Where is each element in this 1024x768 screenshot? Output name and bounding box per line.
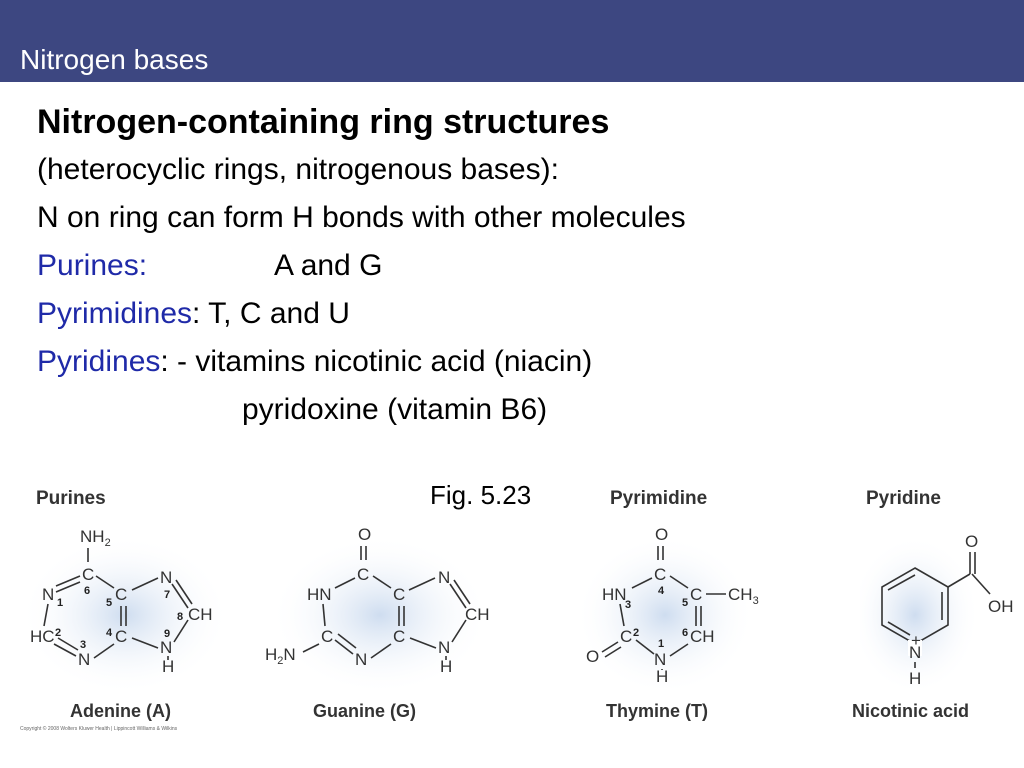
atom-o2: O bbox=[586, 647, 599, 666]
body-line-heterocyclic: (heterocyclic rings, nitrogenous bases): bbox=[37, 153, 559, 186]
guanine-structure: O C HN C H2N N C C N CH N H bbox=[265, 525, 490, 695]
figure-label: Fig. 5.23 bbox=[430, 480, 532, 510]
label-adenine: Adenine (A) bbox=[70, 701, 171, 721]
nicotinic-acid-structure: N + H O OH bbox=[860, 532, 1014, 695]
ring-number-5: 5 bbox=[682, 597, 688, 609]
ring-number-3: 3 bbox=[80, 639, 86, 651]
label-guanine: Guanine (G) bbox=[313, 701, 416, 721]
ring-number-9: 9 bbox=[164, 628, 170, 640]
atom-nh2: NH2 bbox=[80, 527, 111, 549]
section-label-pyridine: Pyridine bbox=[866, 488, 941, 509]
glow-background bbox=[270, 535, 490, 695]
atom-h9: H bbox=[440, 657, 452, 676]
atom-h: H bbox=[909, 669, 921, 688]
glow-background bbox=[860, 535, 980, 695]
atom-n9: N bbox=[160, 638, 172, 657]
ring-number-2: 2 bbox=[633, 627, 639, 639]
atom-oh: OH bbox=[988, 597, 1014, 616]
ring-number-8: 8 bbox=[177, 611, 183, 623]
body-line-hbonds: N on ring can form H bonds with other mo… bbox=[37, 201, 686, 234]
atom-h9: H bbox=[162, 657, 174, 676]
atom-n: N bbox=[909, 643, 921, 662]
atom-c2: HC bbox=[30, 627, 55, 646]
body-line-pyridoxine: pyridoxine (vitamin B6) bbox=[242, 393, 548, 426]
ring-number-3: 3 bbox=[625, 599, 631, 611]
pyrimidines-label: Pyrimidines bbox=[37, 297, 193, 330]
atom-c4: C bbox=[654, 565, 666, 584]
atom-c6: C bbox=[357, 565, 369, 584]
atom-c2: C bbox=[321, 627, 333, 646]
atom-n7: N bbox=[160, 568, 172, 587]
atom-c2: C bbox=[620, 627, 632, 646]
section-label-pyrimidine: Pyrimidine bbox=[610, 488, 708, 509]
ring-number-2: 2 bbox=[55, 627, 61, 639]
atom-c5: C bbox=[115, 585, 127, 604]
atom-o-carbonyl: O bbox=[965, 532, 978, 551]
thymine-structure: O C 4 HN 3 C 2 O N 1 H CH 6 C 5 CH3 bbox=[580, 525, 759, 695]
atom-c4: C bbox=[393, 627, 405, 646]
atom-c5: C bbox=[690, 585, 702, 604]
purines-label: Purines: bbox=[37, 249, 148, 282]
purines-value: A and G bbox=[274, 249, 383, 282]
atom-o6: O bbox=[358, 525, 371, 544]
atom-n1: HN bbox=[307, 585, 332, 604]
pyridines-value: : - vitamins nicotinic acid (niacin) bbox=[160, 345, 593, 378]
slide-body: Nitrogen-containing ring structures (het… bbox=[37, 98, 686, 434]
ring-number-1: 1 bbox=[658, 638, 664, 650]
title-bar: Nitrogen bases bbox=[0, 0, 1024, 82]
glow-background bbox=[580, 535, 755, 695]
atom-c8: CH bbox=[188, 605, 213, 624]
atom-n3: N bbox=[355, 650, 367, 669]
ring-number-6: 6 bbox=[682, 627, 688, 639]
atom-c4: C bbox=[115, 627, 127, 646]
atom-c5: C bbox=[393, 585, 405, 604]
pyrimidines-value: : T, C and U bbox=[192, 297, 350, 330]
adenine-structure: NH2 C 6 N 1 HC 2 N 3 C 4 C 5 N 7 CH 8 N … bbox=[20, 527, 230, 695]
ring-number-6: 6 bbox=[84, 585, 90, 597]
atom-n1: N bbox=[654, 650, 666, 669]
ring-number-4: 4 bbox=[106, 627, 113, 639]
pyridines-label: Pyridines bbox=[37, 345, 161, 378]
body-line-purines: Purines: A and G bbox=[37, 242, 686, 290]
label-thymine: Thymine (T) bbox=[606, 701, 708, 721]
atom-c6: CH bbox=[690, 627, 715, 646]
atom-h1: H bbox=[656, 667, 668, 686]
ring-number-1: 1 bbox=[57, 597, 63, 609]
atom-ch3: CH3 bbox=[728, 585, 759, 607]
ring-number-5: 5 bbox=[106, 597, 112, 609]
atom-charge-plus: + bbox=[911, 631, 921, 650]
copyright-notice: Copyright © 2008 Wolters Kluwer Health |… bbox=[20, 726, 178, 732]
ring-number-4: 4 bbox=[658, 585, 665, 597]
atom-n3: N bbox=[78, 650, 90, 669]
atom-n9: N bbox=[438, 638, 450, 657]
label-nicotinic-acid: Nicotinic acid bbox=[852, 701, 970, 721]
ring-number-7: 7 bbox=[164, 589, 170, 601]
slide-title: Nitrogen bases bbox=[20, 44, 209, 75]
body-line-pyridines: Pyridines: - vitamins nicotinic acid (ni… bbox=[37, 338, 686, 386]
atom-o4: O bbox=[655, 525, 668, 544]
body-line-pyrimidines: Pyrimidines: T, C and U bbox=[37, 290, 686, 338]
n-mask bbox=[908, 640, 922, 656]
heading: Nitrogen-containing ring structures bbox=[37, 103, 610, 141]
section-label-purines: Purines bbox=[36, 488, 106, 509]
atom-n3: HN bbox=[602, 585, 627, 604]
atom-n1: N bbox=[42, 585, 54, 604]
atom-n7: N bbox=[438, 568, 450, 587]
atom-c8: CH bbox=[465, 605, 490, 624]
atom-c6: C bbox=[82, 565, 94, 584]
atom-nh2-guanine: H2N bbox=[265, 645, 296, 667]
